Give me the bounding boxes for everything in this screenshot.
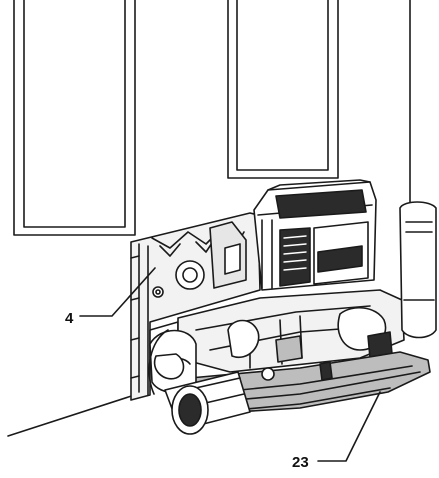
rear-handle [399, 201, 437, 339]
callout-label-4: 4 [65, 310, 74, 327]
door-left-panel-inner [23, 0, 126, 228]
callout-label-23: 23 [292, 454, 309, 471]
guide-plate [130, 212, 261, 401]
dust-port [148, 329, 251, 435]
saw-body [177, 289, 405, 373]
leader-line-4 [79, 267, 156, 317]
door-right-panel-inner [236, 0, 329, 171]
leader-line-23 [317, 391, 381, 462]
base-plate [189, 351, 431, 413]
battery-pack [253, 179, 377, 291]
floor-line [7, 389, 151, 437]
door-panels [13, 0, 411, 236]
door-left-panel [13, 0, 136, 236]
door-right-panel [227, 0, 339, 179]
